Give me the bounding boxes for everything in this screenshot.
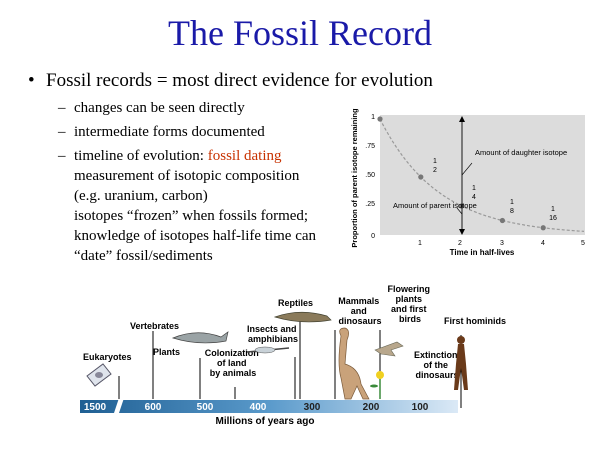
fossil-dating-highlight: fossil dating bbox=[207, 148, 282, 164]
y-tick: 1 bbox=[371, 114, 375, 121]
slide-title: The Fossil Record bbox=[168, 13, 432, 53]
event-label-line: and first bbox=[391, 304, 427, 314]
x-tick: 2 bbox=[458, 240, 462, 247]
event-label: First hominids bbox=[444, 316, 506, 326]
x-tick: 3 bbox=[500, 240, 504, 247]
timeline-tick: 1500 bbox=[84, 402, 107, 413]
vertebrate-fish-icon bbox=[171, 331, 229, 344]
event-label-insects: Insects and amphibians bbox=[247, 324, 299, 344]
dash-icon: – bbox=[58, 100, 66, 116]
fraction-numerator: 1 bbox=[510, 199, 514, 206]
hominid-icon bbox=[454, 336, 468, 390]
explanation-line: isotopes “frozen” when fossils formed; bbox=[74, 208, 309, 224]
explanation-line: knowledge of isotopes half-life time can bbox=[74, 228, 317, 244]
fraction-denominator: 4 bbox=[472, 194, 476, 201]
event-label-line: Extinction bbox=[414, 350, 458, 360]
eukaryote-cell-icon bbox=[86, 363, 112, 387]
explanation-line: (e.g. uranium, carbon) bbox=[74, 188, 208, 204]
x-tick: 1 bbox=[418, 240, 422, 247]
event-label-line: amphibians bbox=[248, 334, 298, 344]
event-label-line: of the bbox=[423, 360, 448, 370]
timeline-tick: 200 bbox=[363, 402, 380, 413]
timeline-tick: 500 bbox=[197, 402, 214, 413]
flower-icon bbox=[370, 371, 384, 399]
arrow-head-down-icon bbox=[459, 229, 465, 235]
y-tick: 0 bbox=[371, 233, 375, 240]
parent-isotope-label: Amount of parent isotope bbox=[393, 201, 477, 210]
event-label-line: dinosaurs bbox=[415, 370, 458, 380]
y-tick: .75 bbox=[365, 143, 375, 150]
dash-icon: – bbox=[58, 148, 66, 164]
event-label-line: dinosaurs bbox=[338, 316, 381, 326]
fraction-numerator: 1 bbox=[472, 185, 476, 192]
y-tick: .50 bbox=[365, 172, 375, 179]
decay-point bbox=[499, 217, 505, 224]
leader-line bbox=[456, 207, 463, 215]
event-label-line: plants bbox=[395, 294, 422, 304]
event-label: Plants bbox=[153, 347, 180, 357]
event-label-line: and bbox=[351, 306, 367, 316]
sub-bullet-1: –changes can be seen directly bbox=[58, 98, 245, 118]
leader-line bbox=[461, 162, 473, 176]
timeline-tick: 400 bbox=[250, 402, 267, 413]
bird-icon bbox=[374, 341, 404, 357]
timeline-tick: 600 bbox=[145, 402, 162, 413]
arrow-head-up-icon bbox=[459, 116, 465, 122]
sub-bullet-text: timeline of evolution: bbox=[74, 148, 208, 164]
event-label-line: birds bbox=[399, 314, 421, 324]
main-bullet: • Fossil records = most direct evidence f… bbox=[28, 70, 433, 92]
timeline-axis-label: Millions of years ago bbox=[216, 416, 315, 427]
event-label-extinction: Extinction of the dinosaurs bbox=[414, 350, 460, 380]
decay-point bbox=[540, 225, 546, 231]
evolution-timeline: 1500 600 500 400 300 200 100 Millions of… bbox=[80, 284, 506, 427]
sub-bullet-2: –intermediate forms documented bbox=[58, 122, 265, 142]
event-label-line: Mammals bbox=[338, 296, 379, 306]
scale-break-icon bbox=[113, 398, 124, 416]
explanation-line: “date” fossil/sediments bbox=[74, 248, 213, 264]
decay-point bbox=[418, 174, 424, 180]
dinosaur-icon bbox=[338, 327, 370, 400]
dating-explanation: measurement of isotopic composition (e.g… bbox=[74, 166, 316, 266]
event-label-line: by animals bbox=[210, 368, 257, 378]
fraction-denominator: 8 bbox=[510, 208, 514, 215]
event-label-line: Flowering bbox=[387, 284, 430, 294]
y-tick: .25 bbox=[365, 201, 375, 208]
event-label-line: Colonization bbox=[205, 348, 259, 358]
daughter-isotope-label: Amount of daughter isotope bbox=[475, 148, 567, 157]
sub-bullet-text: intermediate forms documented bbox=[74, 124, 265, 140]
insect-amphibian-icon bbox=[246, 346, 290, 354]
decay-graph: 1 .75 .50 .25 0 1 2 3 4 5 Time in half-l… bbox=[350, 108, 585, 257]
x-tick: 5 bbox=[581, 240, 585, 247]
fraction-numerator: 1 bbox=[433, 158, 437, 165]
event-label-line: Insects and bbox=[247, 324, 297, 334]
dash-icon: – bbox=[58, 124, 66, 140]
event-label: Vertebrates bbox=[130, 321, 179, 331]
event-label-colonization: Colonization of land by animals bbox=[205, 348, 262, 378]
event-label: Reptiles bbox=[278, 298, 313, 308]
decay-point bbox=[377, 116, 383, 122]
timeline-tick: 300 bbox=[304, 402, 321, 413]
fraction-denominator: 2 bbox=[433, 167, 437, 174]
explanation-line: measurement of isotopic composition bbox=[74, 168, 300, 184]
event-label-flowering: Flowering plants and first birds bbox=[387, 284, 432, 324]
decay-curve bbox=[379, 118, 585, 232]
sub-bullet-text: changes can be seen directly bbox=[74, 100, 245, 116]
sub-bullet-3: –timeline of evolution: fossil dating bbox=[58, 146, 281, 166]
timeline-bar bbox=[80, 400, 458, 413]
fraction-numerator: 1 bbox=[551, 206, 555, 213]
fraction-denominator: 16 bbox=[549, 215, 557, 222]
event-label: Eukaryotes bbox=[83, 352, 132, 362]
reptile-icon bbox=[273, 311, 332, 323]
bullet-dot: • bbox=[28, 70, 35, 91]
event-label-mammals: Mammals and dinosaurs bbox=[338, 296, 382, 326]
x-axis-label: Time in half-lives bbox=[450, 248, 515, 257]
timeline-tick: 100 bbox=[412, 402, 429, 413]
x-tick: 4 bbox=[541, 240, 545, 247]
plot-area bbox=[380, 115, 585, 235]
event-label-line: of land bbox=[217, 358, 247, 368]
y-axis-label: Proportion of parent isotope remaining bbox=[350, 108, 359, 248]
main-bullet-text: Fossil records = most direct evidence fo… bbox=[46, 70, 433, 91]
